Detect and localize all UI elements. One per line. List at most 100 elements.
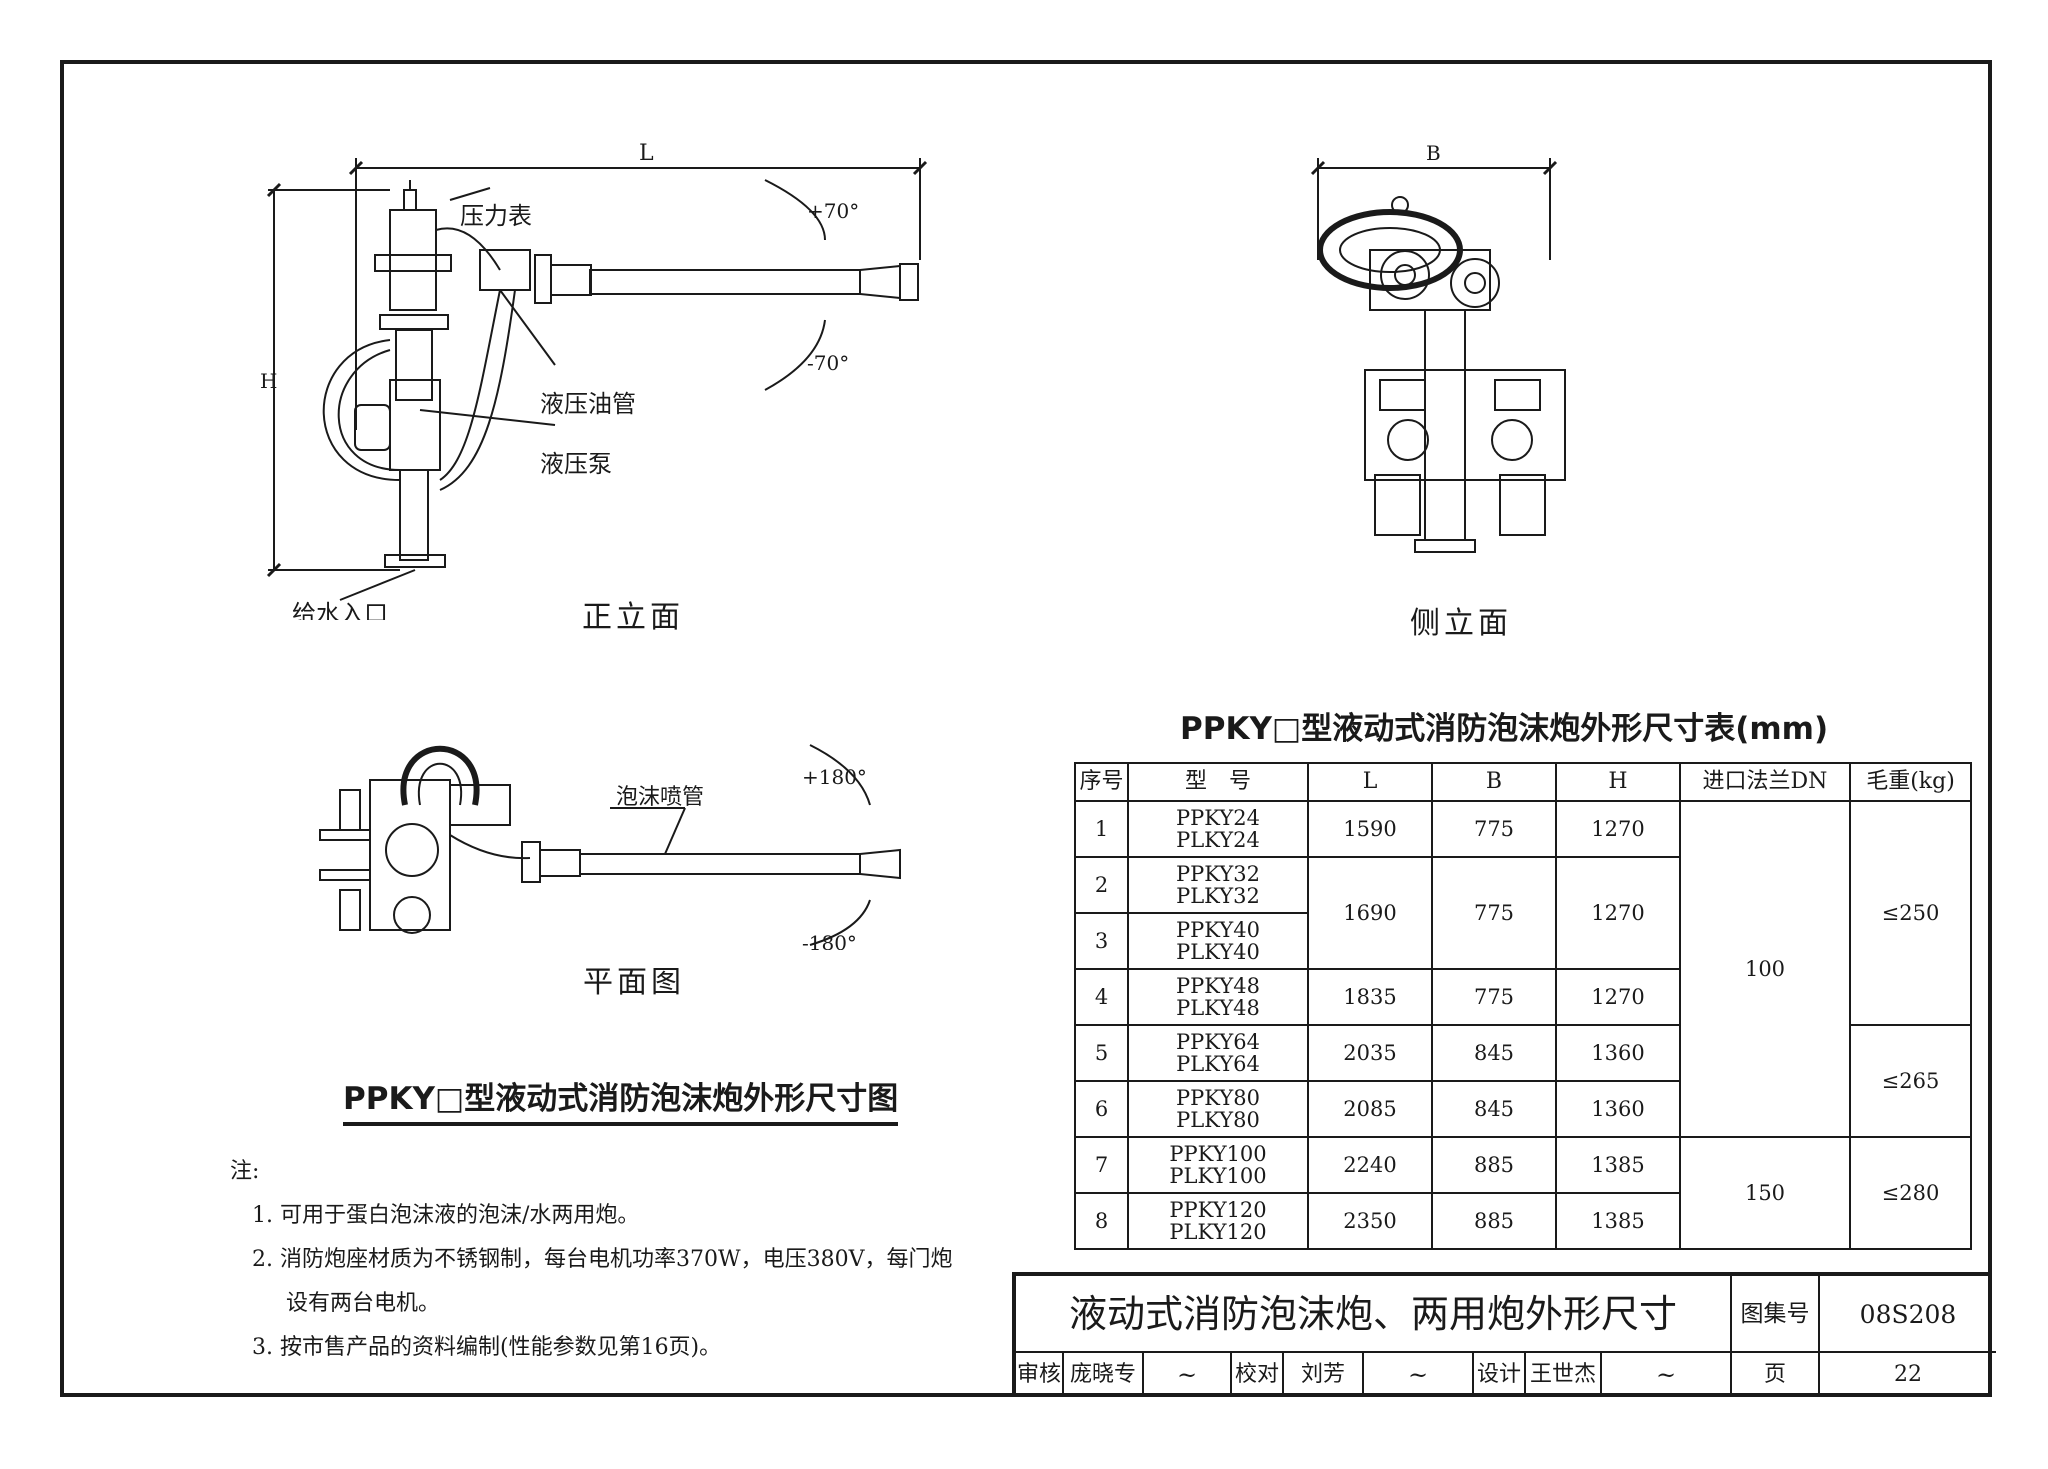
cell-B: 775: [1431, 856, 1557, 970]
foam-nozzle-label: 泡沫喷管: [616, 785, 704, 810]
cell-B: 885: [1431, 1192, 1557, 1250]
row-no: 8: [1074, 1192, 1129, 1250]
cell-L: 1690: [1307, 856, 1433, 970]
row-no: 6: [1074, 1080, 1129, 1138]
pressure-gauge-label: 压力表: [460, 202, 532, 230]
row-no: 3: [1074, 912, 1129, 970]
angle-up-label: +70°: [807, 199, 859, 223]
model-a: PPKY48: [1176, 974, 1260, 998]
cell-weight: ≤280: [1849, 1136, 1972, 1250]
cell-L: 1590: [1307, 800, 1433, 858]
header-no: 序号: [1074, 762, 1129, 802]
cell-weight: ≤265: [1849, 1024, 1972, 1138]
model-a: PPKY40: [1176, 918, 1260, 942]
header-model: 型 号: [1127, 762, 1309, 802]
title-block-main-title: 液动式消防泡沫炮、两用炮外形尺寸: [1016, 1276, 1732, 1353]
atlas-label: 图集号: [1732, 1276, 1820, 1353]
dim-B-label: B: [1426, 141, 1441, 165]
title-block: 液动式消防泡沫炮、两用炮外形尺寸 图集号 08S208 审核 庞晓专 ~ 校对 …: [1012, 1272, 1996, 1397]
model-a: PPKY80: [1176, 1086, 1260, 1110]
atlas-number: 08S208: [1820, 1276, 1996, 1353]
row-no: 4: [1074, 968, 1129, 1026]
design-label: 设计: [1474, 1353, 1526, 1397]
plan-view-caption: 平面图: [583, 965, 685, 1000]
dim-L-label: L: [639, 141, 654, 166]
front-elevation-drawing: L H +70° -70° 压力表 液压油管 液压泵 给水入口: [260, 141, 928, 620]
cell-H: 1360: [1555, 1024, 1681, 1082]
cell-B: 845: [1431, 1024, 1557, 1082]
hydraulic-oil-pipe-label: 液压油管: [540, 390, 636, 418]
angle-neg-label: -180°: [802, 931, 857, 950]
cell-dn: 150: [1679, 1136, 1851, 1250]
model-b: PLKY64: [1176, 1052, 1260, 1076]
notes-heading: 注:: [230, 1159, 260, 1184]
row-no: 7: [1074, 1136, 1129, 1194]
note-3: 3. 按市售产品的资料编制(性能参数见第16页)。: [252, 1335, 722, 1360]
plan-view-drawing: 泡沫喷管 +180° -180°: [319, 744, 901, 950]
hydraulic-pump-label: 液压泵: [540, 450, 612, 478]
water-inlet-label: 给水入口: [292, 600, 388, 620]
figure-title: PPKY□型液动式消防泡沫炮外形尺寸图: [343, 1073, 899, 1126]
cell-H: 1360: [1555, 1080, 1681, 1138]
row-no: 5: [1074, 1024, 1129, 1082]
side-elevation-drawing: B: [1310, 141, 1566, 553]
table-header-row: 序号 型 号 L B H 进口法兰DN 毛重(kg): [1074, 762, 1972, 802]
header-H: H: [1555, 762, 1681, 802]
checker-signature: ~: [1364, 1353, 1474, 1397]
cell-B: 885: [1431, 1136, 1557, 1194]
row-no: 2: [1074, 856, 1129, 914]
model-a: PPKY32: [1176, 862, 1260, 886]
row-no: 1: [1074, 800, 1129, 858]
cell-L: 2350: [1307, 1192, 1433, 1250]
reviewer-signature: ~: [1144, 1353, 1232, 1397]
cell-L: 2035: [1307, 1024, 1433, 1082]
cell-H: 1270: [1555, 968, 1681, 1026]
model-b: PLKY48: [1176, 996, 1260, 1020]
cell-B: 775: [1431, 968, 1557, 1026]
model-b: PLKY100: [1169, 1164, 1267, 1188]
drawing-frame: [60, 60, 1992, 1397]
review-label: 审核: [1016, 1353, 1064, 1397]
notes: 注: 1. 可用于蛋白泡沫液的泡沫/水两用炮。 2. 消防炮座材质为不锈钢制，每…: [230, 1150, 952, 1370]
cell-H: 1385: [1555, 1192, 1681, 1250]
cell-B: 845: [1431, 1080, 1557, 1138]
cell-L: 2240: [1307, 1136, 1433, 1194]
model-b: PLKY80: [1176, 1108, 1260, 1132]
model-a: PPKY24: [1176, 806, 1260, 830]
header-B: B: [1431, 762, 1557, 802]
model-a: PPKY120: [1169, 1198, 1267, 1222]
check-label: 校对: [1232, 1353, 1284, 1397]
note-1: 1. 可用于蛋白泡沫液的泡沫/水两用炮。: [252, 1203, 640, 1228]
header-dn: 进口法兰DN: [1679, 762, 1851, 802]
cell-H: 1270: [1555, 856, 1681, 970]
header-weight: 毛重(kg): [1849, 762, 1972, 802]
model-b: PLKY24: [1176, 828, 1260, 852]
cell-B: 775: [1431, 800, 1557, 858]
angle-pos-label: +180°: [802, 765, 867, 789]
page-label: 页: [1732, 1353, 1820, 1397]
header-L: L: [1307, 762, 1433, 802]
designer-name: 王世杰: [1526, 1353, 1602, 1397]
note-2: 2. 消防炮座材质为不锈钢制，每台电机功率370W，电压380V，每门炮: [252, 1247, 953, 1272]
cell-H: 1270: [1555, 800, 1681, 858]
cell-H: 1385: [1555, 1136, 1681, 1194]
cell-dn: 100: [1679, 800, 1851, 1138]
page-number: 22: [1894, 1362, 1922, 1387]
reviewer-name: 庞晓专: [1064, 1353, 1144, 1397]
title-block-signature-row: 审核 庞晓专 ~ 校对 刘芳 ~ 设计 王世杰 ~ 页 22: [1016, 1353, 1996, 1397]
side-elevation-caption: 侧立面: [1410, 606, 1512, 641]
